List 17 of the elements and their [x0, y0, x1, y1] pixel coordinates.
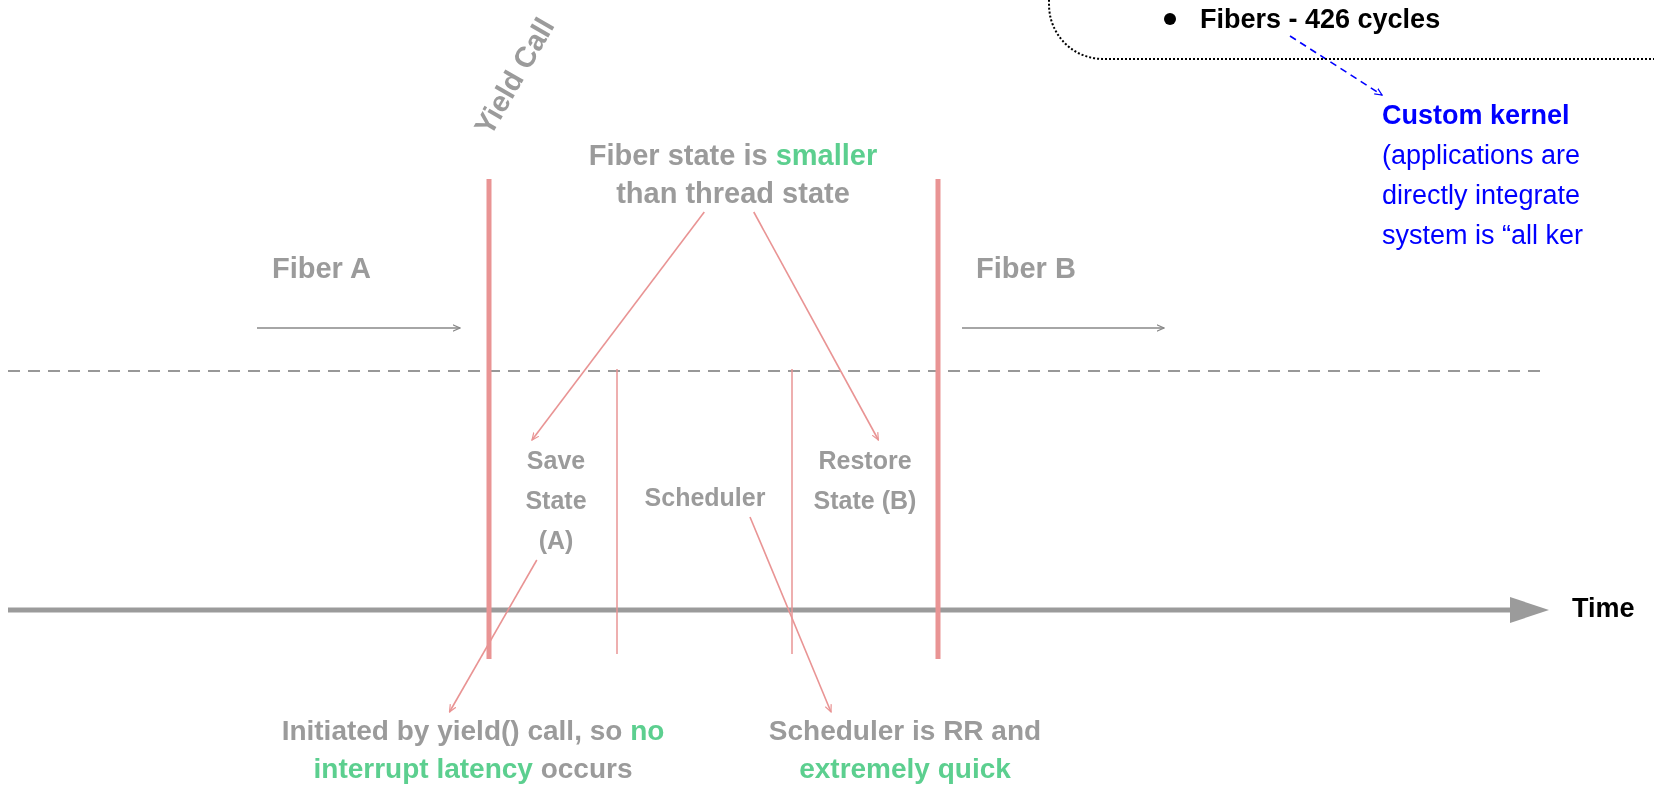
arrow	[448, 559, 538, 713]
annotation-text: Fiber state is smaller than thread state	[563, 136, 903, 212]
dashed-arrow	[1289, 35, 1383, 96]
annotation-text: Initiated by yield() call, so no interrupt latency occurs	[238, 712, 708, 788]
annotation-text: Scheduler is RR and extremely quick	[720, 712, 1090, 788]
phase-label: Restore State (B)	[798, 440, 932, 520]
arrow	[752, 211, 880, 441]
note-heading: Custom kernel	[1382, 99, 1571, 132]
phase-label: Scheduler	[630, 477, 780, 517]
arrow	[749, 516, 832, 713]
bullet-text: Fibers - 426 cycles	[1200, 3, 1441, 35]
fiber-label: Fiber A	[272, 252, 371, 285]
note-text: (applications are directly integrate system is “all ker	[1382, 139, 1585, 252]
phase-label: Save State (A)	[508, 440, 604, 560]
arrow	[531, 211, 706, 441]
axis-label: Time	[1572, 593, 1635, 624]
fiber-label: Fiber B	[976, 252, 1076, 285]
